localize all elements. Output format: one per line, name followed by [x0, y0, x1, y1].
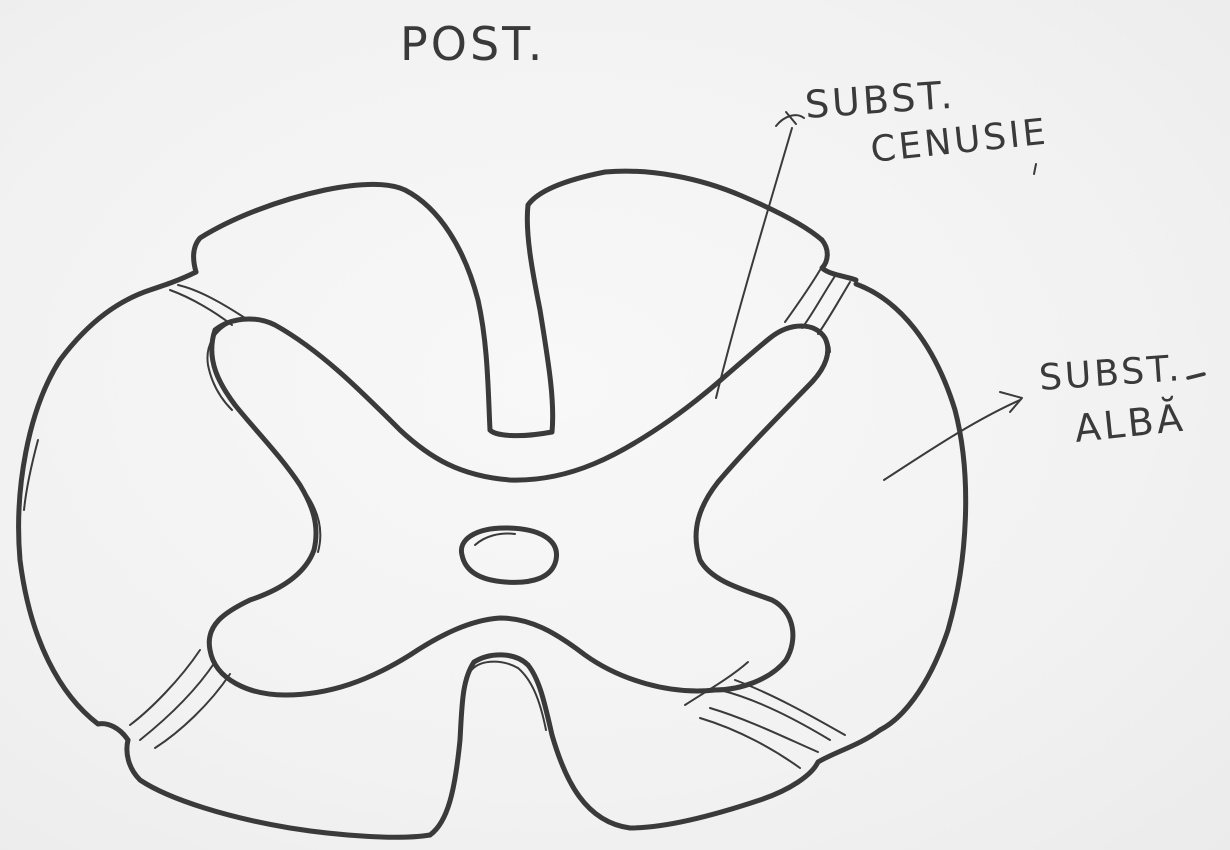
- posterior-label: POST.: [400, 17, 545, 71]
- outer-boundary-anterior-left: [127, 740, 430, 837]
- root-anterior-right-3: [735, 680, 845, 735]
- white-matter-pointer-line: [884, 400, 1020, 480]
- posterior-median-sulcus: [490, 171, 822, 435]
- grey-matter-outline: [209, 319, 828, 695]
- root-posterior-left-2: [170, 290, 232, 325]
- root-posterior-right-2: [802, 276, 835, 328]
- root-anterior-left-3: [155, 674, 230, 748]
- root-anterior-left-1: [130, 650, 200, 725]
- root-posterior-left-1: [178, 285, 245, 318]
- central-canal: [461, 528, 556, 582]
- grey-matter-pointer-line: [716, 128, 792, 398]
- grey-matter-pointer-arrowhead: [776, 112, 804, 126]
- white-matter-label-dash: [1188, 374, 1204, 378]
- white-matter-label-line2: ALBĂ: [1072, 395, 1187, 451]
- outer-boundary-right: [856, 284, 966, 730]
- root-posterior-right-3: [818, 282, 850, 334]
- root-anterior-right-4: [700, 718, 800, 768]
- white-matter-label-line1: SUBST.: [1038, 348, 1184, 399]
- outer-boundary-posterior-left: [194, 184, 490, 430]
- outer-boundary-left: [19, 272, 196, 740]
- anterior-median-fissure: [430, 655, 528, 835]
- central-canal-double: [475, 533, 515, 545]
- white-matter-pointer-arrowhead: [1000, 392, 1022, 412]
- grey-matter-label-line1: SUBST.: [804, 73, 957, 127]
- grey-matter-right-anterior-double: [685, 662, 748, 705]
- root-anterior-left-2: [140, 662, 215, 740]
- grey-matter-label-tick: [1034, 164, 1036, 174]
- root-posterior-right-1: [785, 270, 820, 322]
- outer-boundary-notch-right: [822, 240, 856, 280]
